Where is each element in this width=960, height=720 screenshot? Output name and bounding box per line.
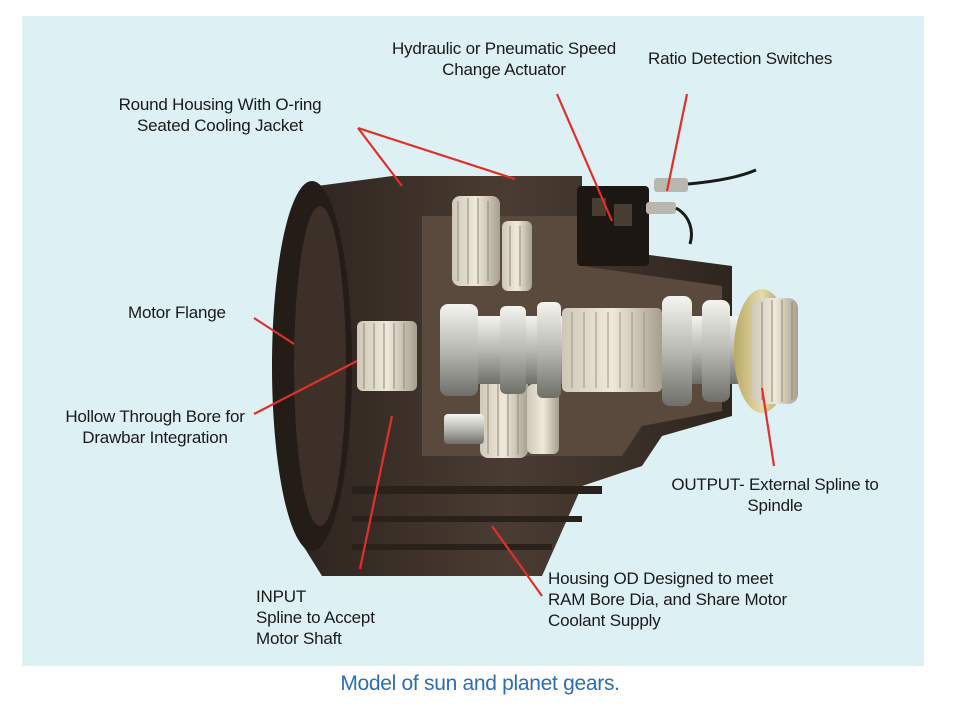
input-spline <box>357 321 417 391</box>
central-shaft <box>440 296 762 406</box>
leader-actuator <box>555 93 614 222</box>
leader-lines <box>253 93 776 597</box>
label-bore-line1: Hollow Through Bore for <box>65 407 245 426</box>
label-housing-line2: Seated Cooling Jacket <box>137 116 303 135</box>
upper-planet-gear <box>452 196 532 291</box>
label-output-line2: Spindle <box>747 496 803 515</box>
label-actuator: Hydraulic or Pneumatic Speed Change Actu… <box>374 38 634 80</box>
label-housing-od-line2: RAM Bore Dia, and Share Motor <box>548 590 787 609</box>
label-actuator-line2: Change Actuator <box>442 60 566 79</box>
leader-input <box>358 415 394 570</box>
leader-housing-a <box>357 127 403 187</box>
gearbox-illustration <box>253 93 798 597</box>
label-ratio-line1: Ratio Detection Switches <box>648 49 833 68</box>
label-output-line1: OUTPUT- External Spline to <box>671 475 879 494</box>
label-housing-od-line3: Coolant Supply <box>548 611 661 630</box>
label-housing-line1: Round Housing With O-ring <box>118 95 322 114</box>
leader-flange <box>253 317 295 345</box>
leader-housing-od <box>491 525 543 597</box>
label-housing-od: Housing OD Designed to meet RAM Bore Dia… <box>548 568 787 631</box>
label-ratio-switches: Ratio Detection Switches <box>648 48 832 69</box>
leader-bore <box>253 360 358 415</box>
ratio-detection-switches <box>646 168 757 245</box>
label-input-line2: Spline to Accept <box>256 608 375 627</box>
label-motor-flange: Motor Flange <box>128 302 226 323</box>
label-input-line1: INPUT <box>256 587 307 606</box>
gearbox-figure: Hydraulic or Pneumatic Speed Change Actu… <box>22 16 924 666</box>
leader-output <box>760 387 776 467</box>
leader-ratio <box>665 93 689 192</box>
label-housing-od-line1: Housing OD Designed to meet <box>548 569 774 588</box>
figure-caption: Model of sun and planet gears. <box>340 672 620 695</box>
label-actuator-line1: Hydraulic or Pneumatic Speed <box>391 39 617 58</box>
label-flange-line1: Motor Flange <box>128 303 226 322</box>
leader-housing-b <box>357 126 516 181</box>
label-output: OUTPUT- External Spline to Spindle <box>650 474 900 516</box>
label-input: INPUT Spline to Accept Motor Shaft <box>256 586 375 649</box>
output-spline <box>734 289 798 413</box>
label-input-line3: Motor Shaft <box>256 629 342 648</box>
label-bore-line2: Drawbar Integration <box>82 428 228 447</box>
label-round-housing: Round Housing With O-ring Seated Cooling… <box>100 94 340 136</box>
speed-change-actuator <box>577 186 649 266</box>
label-hollow-bore: Hollow Through Bore for Drawbar Integrat… <box>50 406 260 448</box>
